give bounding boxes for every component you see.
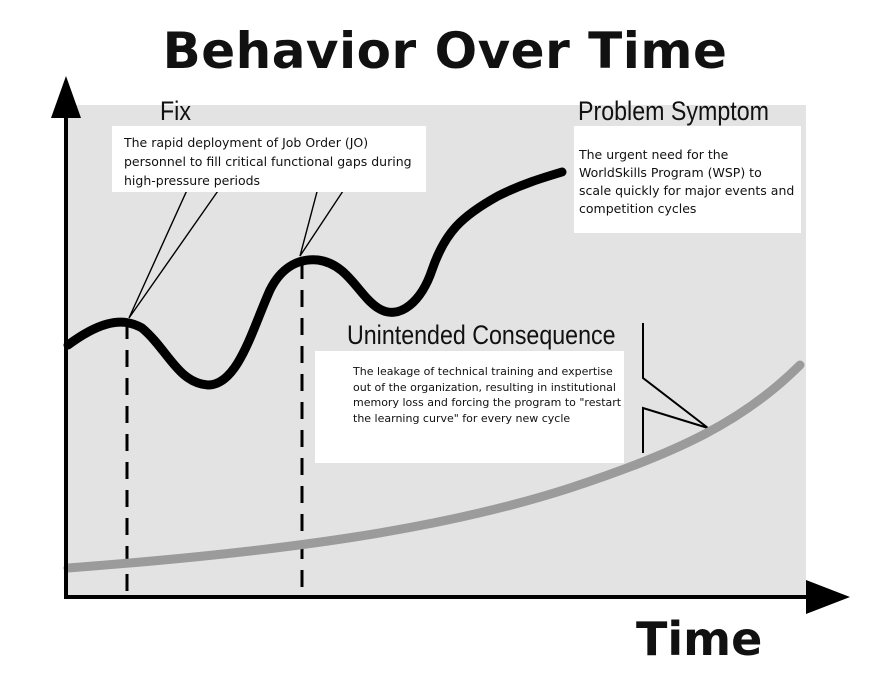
unintended-consequence-curve: [63, 360, 805, 573]
fix-callout: The rapid deployment of Job Order (JO) p…: [112, 126, 426, 192]
fix-heading: Fix: [160, 96, 191, 126]
problem-symptom-description: The urgent need for the WorldSkills Prog…: [579, 147, 795, 216]
unintended-consequence-description: The leakage of technical training and ex…: [353, 365, 622, 425]
x-axis-label: Time: [636, 612, 763, 666]
fix-description: The rapid deployment of Job Order (JO) p…: [124, 135, 412, 188]
x-axis-arrow: [806, 580, 850, 614]
y-axis-arrow: [51, 76, 81, 118]
problem-symptom-callout: The urgent need for the WorldSkills Prog…: [574, 126, 801, 233]
unintended-consequence-callout: The leakage of technical training and ex…: [315, 351, 624, 463]
problem-symptom-heading: Problem Symptom: [578, 96, 769, 126]
diagram-title: Behavior Over Time: [162, 22, 728, 80]
unintended-consequence-heading: Unintended Consequence: [347, 320, 616, 350]
problem-symptom-curve: [63, 167, 567, 390]
